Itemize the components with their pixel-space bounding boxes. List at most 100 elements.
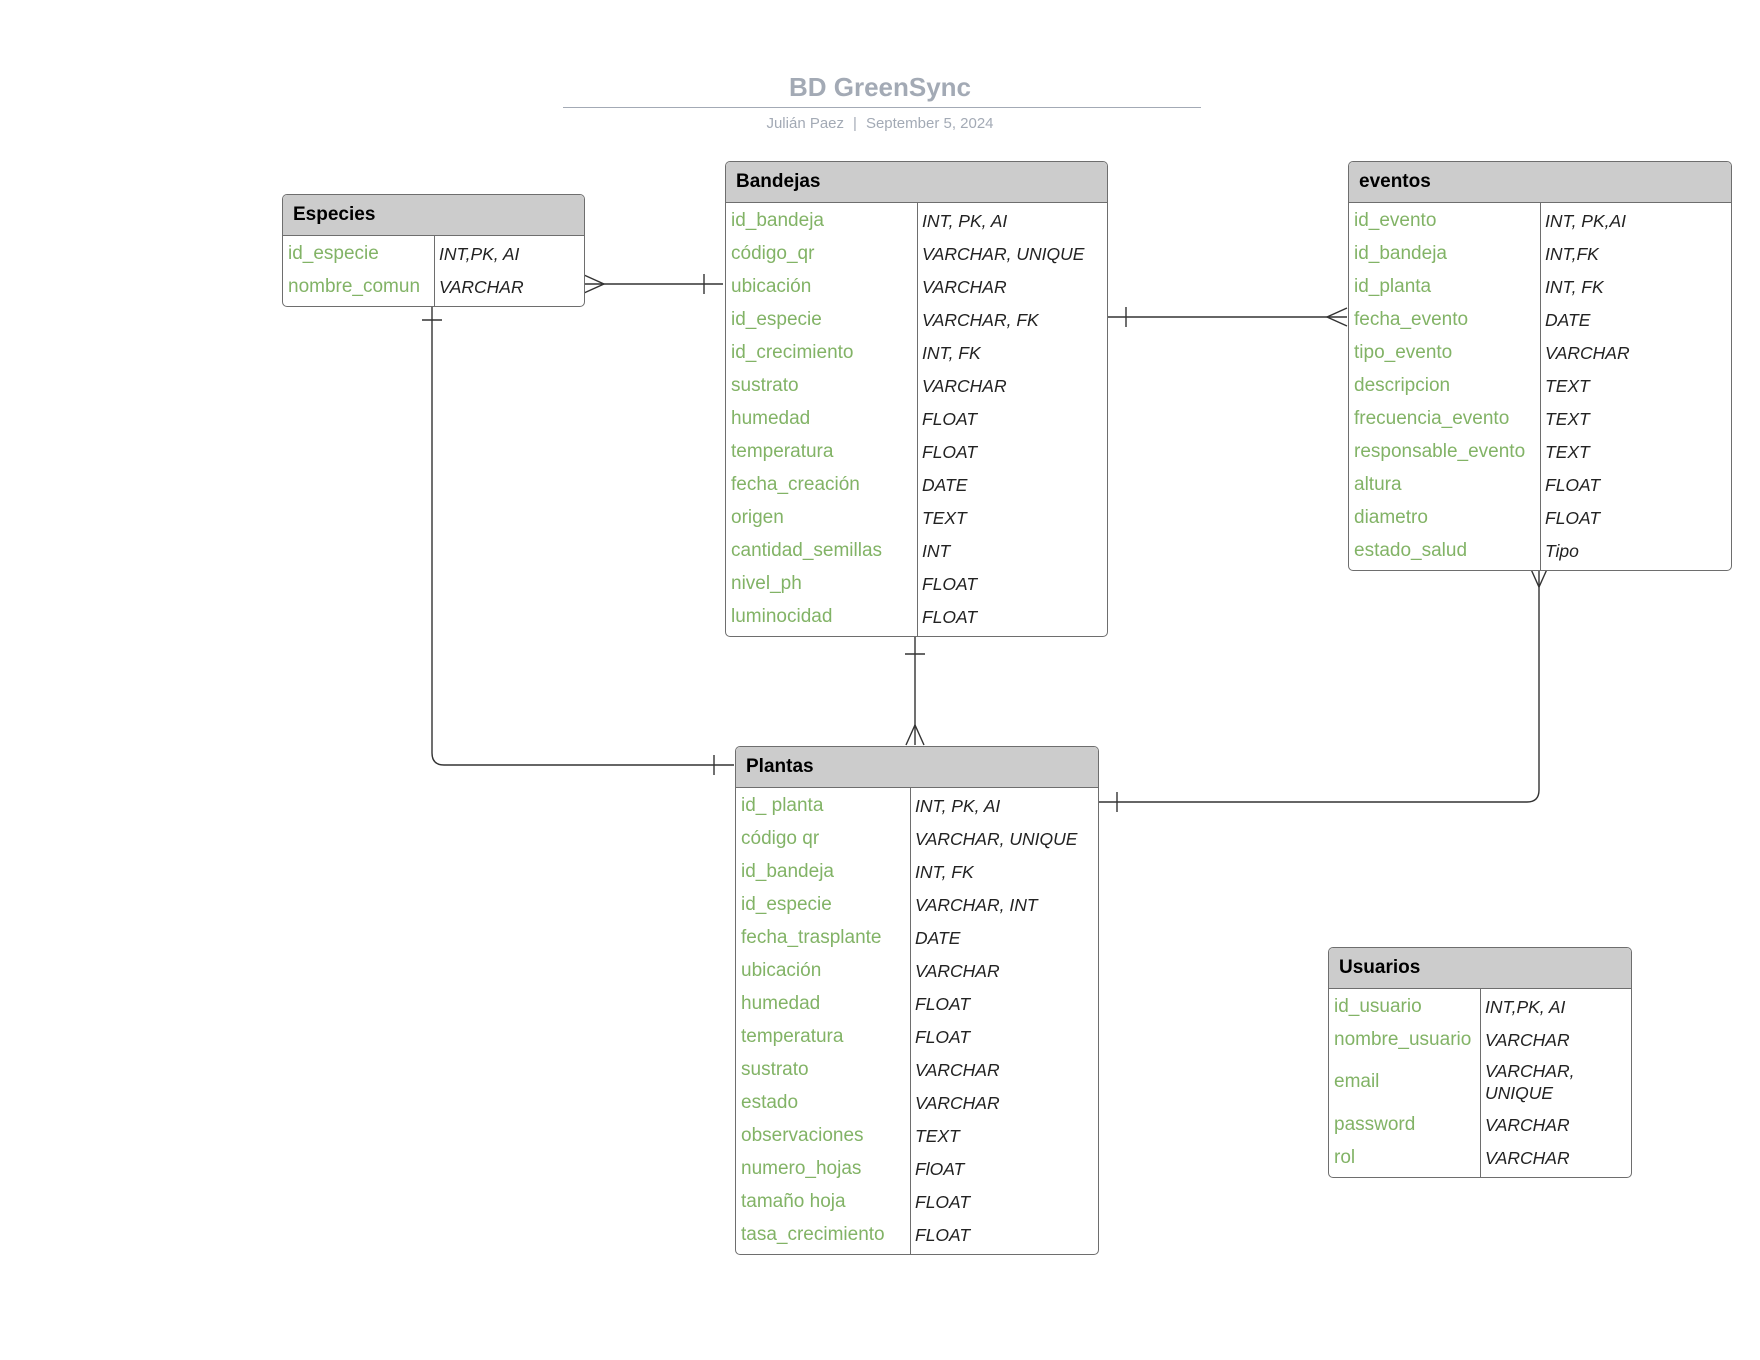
diagram-title: BD GreenSync: [788, 72, 972, 102]
field-type: DATE: [915, 927, 961, 948]
field-name: observaciones: [741, 1124, 864, 1146]
field-type: VARCHAR: [1485, 1114, 1570, 1135]
field-type: VARCHAR: [915, 960, 1000, 981]
field-name: email: [1334, 1071, 1380, 1092]
field-type: FLOAT: [1545, 474, 1601, 495]
entity-especies[interactable]: Especies id_especie INT,PK, AI nombre_co…: [282, 194, 585, 307]
field-type: FLOAT: [922, 441, 978, 462]
field-name: nombre_usuario: [1334, 1028, 1472, 1050]
entity-header: Bandejas: [726, 162, 1107, 203]
field-name: fecha_trasplante: [741, 926, 882, 948]
field-name: código qr: [741, 827, 820, 849]
field-name: rol: [1334, 1146, 1356, 1168]
column-divider: [1480, 989, 1481, 1177]
field-row: id_crecimiento INT, FK: [726, 336, 1107, 369]
diagram-subtitle: Julián Paez|September 5, 2024: [560, 115, 1200, 132]
field-type: VARCHAR, UNIQUE: [922, 243, 1085, 264]
field-row: id_planta INT, FK: [1349, 270, 1731, 303]
field-type: VARCHAR: [1545, 342, 1630, 363]
rel-bandejas-eventos: [1106, 307, 1348, 327]
field-type: INT, PK, AI: [915, 795, 1001, 816]
field-type: FLOAT: [922, 573, 978, 594]
rel-especies-plantas: [422, 300, 734, 775]
field-type: INT, FK: [915, 861, 974, 882]
field-type: INT, PK,AI: [1545, 210, 1627, 231]
field-type: DATE: [1545, 309, 1591, 330]
field-list: id_especie INT,PK, AI nombre_comun VARCH…: [283, 236, 584, 306]
field-name: humedad: [731, 407, 811, 429]
field-type: FLOAT: [915, 1026, 971, 1047]
field-type: VARCHAR: [922, 276, 1007, 297]
field-type: VARCHAR: [439, 276, 524, 297]
field-name: id_planta: [1354, 275, 1432, 297]
field-name: id_crecimiento: [731, 341, 854, 363]
column-divider: [917, 203, 918, 636]
field-row: rol VARCHAR: [1329, 1141, 1631, 1174]
field-type: VARCHAR, FK: [922, 309, 1039, 330]
field-type: VARCHAR: [915, 1092, 1000, 1113]
field-name: ubicación: [741, 959, 822, 981]
field-type: VARCHAR: [1485, 1147, 1570, 1168]
field-name: fecha_evento: [1354, 308, 1469, 330]
subtitle-separator: |: [853, 115, 857, 132]
rel-bandejas-plantas: [905, 634, 925, 746]
entity-header: Especies: [283, 195, 584, 236]
field-name: temperatura: [731, 440, 834, 462]
field-type: INT, FK: [922, 342, 981, 363]
field-name: diametro: [1354, 506, 1428, 528]
field-type: Tipo: [1545, 540, 1579, 561]
entity-header: eventos: [1349, 162, 1731, 203]
column-divider: [434, 236, 435, 306]
field-row: nombre_comun VARCHAR: [283, 270, 584, 303]
field-type: INT, FK: [1545, 276, 1604, 297]
field-name: fecha_creación: [731, 473, 860, 495]
field-type: INT,FK: [1545, 243, 1599, 264]
field-name: sustrato: [731, 374, 799, 396]
diagram-date: September 5, 2024: [865, 115, 994, 132]
rel-especies-bandejas: [583, 274, 723, 294]
field-name: sustrato: [741, 1058, 809, 1080]
field-type: INT,PK, AI: [1485, 996, 1566, 1017]
field-type: TEXT: [1545, 441, 1590, 462]
field-name: id_especie: [288, 242, 379, 264]
field-name: luminocidad: [731, 605, 833, 627]
field-name: id_especie: [731, 308, 822, 330]
field-name: frecuencia_evento: [1354, 407, 1510, 429]
field-row: id_especie INT,PK, AI: [283, 237, 584, 270]
field-type: FLOAT: [915, 993, 971, 1014]
field-row: temperatura FLOAT: [736, 1020, 1098, 1053]
field-row: fecha_trasplante DATE: [736, 921, 1098, 954]
field-name: id_bandeja: [741, 860, 834, 882]
field-type: VARCHAR, INT: [915, 894, 1038, 915]
field-type: FLOAT: [1545, 507, 1601, 528]
field-name: temperatura: [741, 1025, 844, 1047]
